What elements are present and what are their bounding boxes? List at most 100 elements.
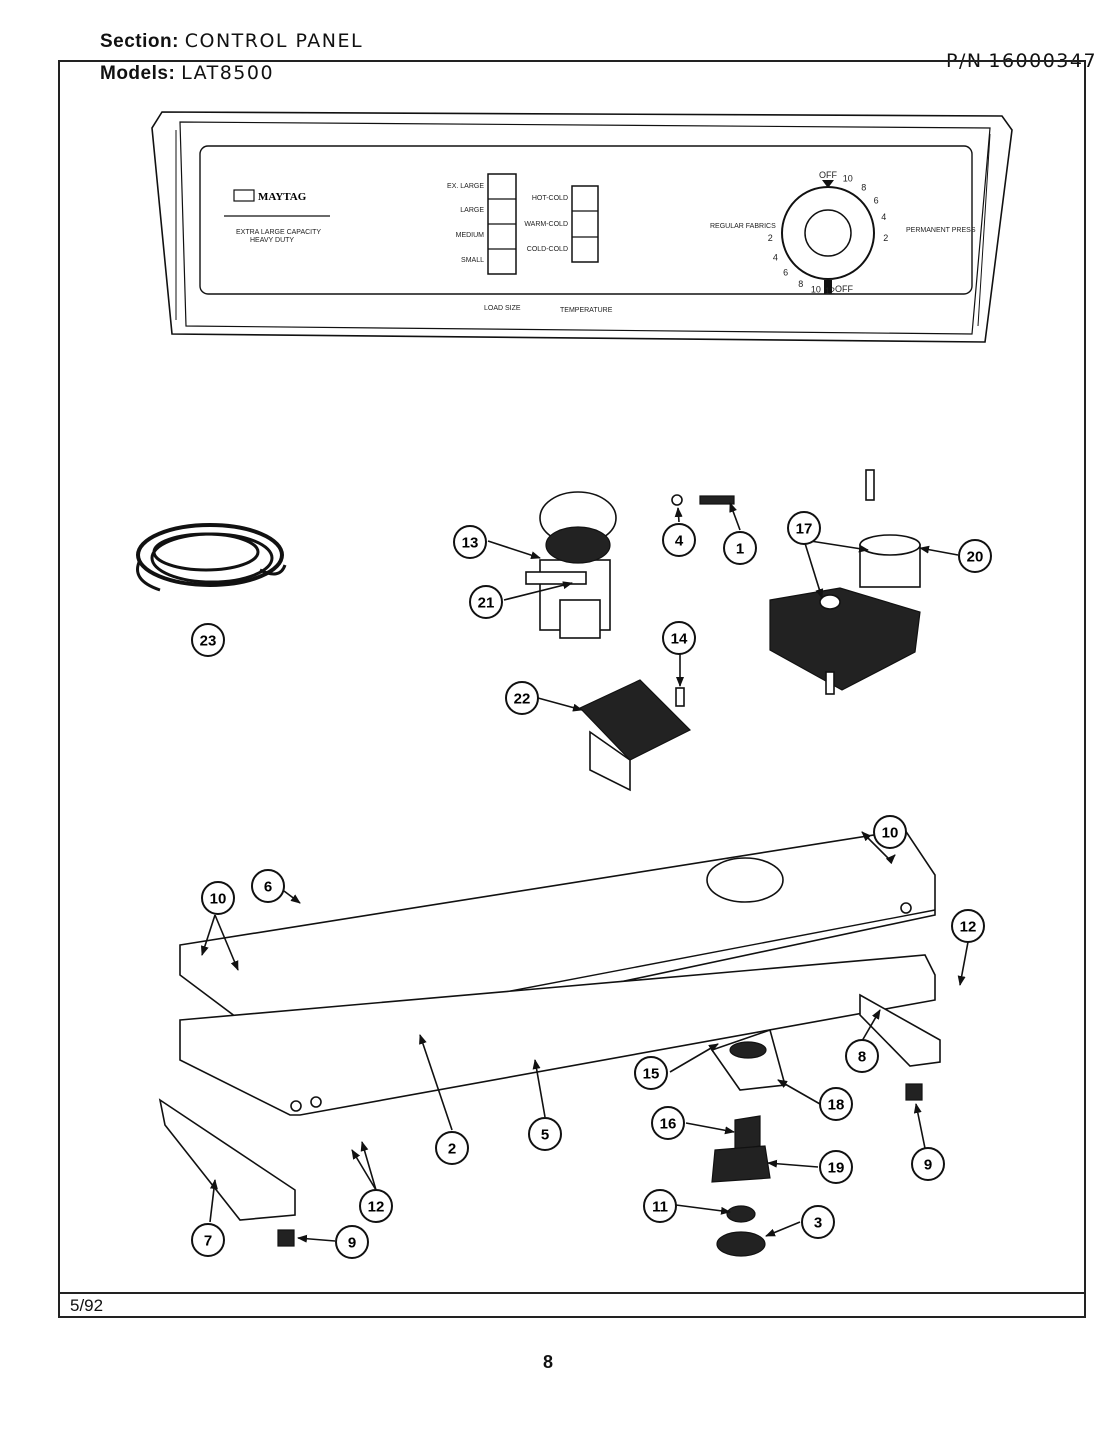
- models-header: Models: LAT8500: [100, 62, 274, 85]
- callout-number: 20: [967, 549, 984, 566]
- diagram-frame: [58, 60, 1086, 1318]
- callout-8: 8: [845, 1039, 879, 1073]
- callout-12: 12: [359, 1189, 393, 1223]
- callout-number: 14: [671, 631, 688, 648]
- temp-cold-cold: COLD-COLD: [527, 246, 568, 253]
- clip-left: [277, 1229, 295, 1247]
- screw-and-washer: [671, 494, 735, 506]
- callout-18: 18: [819, 1087, 853, 1121]
- callout-number: 3: [814, 1215, 822, 1232]
- dial-label: 8: [798, 279, 803, 289]
- callout-4: 4: [662, 523, 696, 557]
- callout-number: 19: [828, 1160, 845, 1177]
- dial-label: 4: [881, 212, 886, 222]
- tagline-1: EXTRA LARGE CAPACITY: [236, 229, 321, 236]
- wiring-harness: [136, 523, 287, 592]
- models-label: Models:: [100, 63, 176, 84]
- brand-name: MAYTAG: [258, 191, 307, 203]
- callout-10: 10: [201, 881, 235, 915]
- cycle-regular-fabrics: REGULAR FABRICS: [710, 223, 776, 230]
- models-value: LAT8500: [181, 62, 275, 84]
- callout-number: 18: [828, 1097, 845, 1114]
- callout-5: 5: [528, 1117, 562, 1151]
- selector-switch: [525, 491, 617, 639]
- callout-number: 9: [924, 1157, 932, 1174]
- callout-number: 11: [652, 1199, 668, 1216]
- callout-number: 10: [882, 825, 899, 842]
- callout-2: 2: [435, 1131, 469, 1165]
- temperature-selector: HOT-COLD WARM-COLD COLD-COLD TEMPERATURE: [524, 185, 613, 314]
- footer-rule: [58, 1292, 1086, 1294]
- clip-right: [905, 1083, 923, 1101]
- callout-number: 8: [858, 1049, 866, 1066]
- dial-label: 12: [825, 286, 835, 296]
- cycle-timer-dial: [781, 180, 875, 294]
- maytag-logo: MAYTAG: [224, 189, 330, 217]
- load-size-small: SMALL: [461, 257, 484, 264]
- callout-number: 22: [514, 691, 531, 708]
- callout-6: 6: [251, 869, 285, 903]
- callout-17: 17: [787, 511, 821, 545]
- section-header: Section: CONTROL PANEL: [100, 30, 363, 53]
- callout-number: 17: [796, 521, 813, 538]
- end-bracket-left: [158, 1098, 296, 1221]
- timer-assembly: [769, 469, 921, 695]
- callout-15: 15: [634, 1056, 668, 1090]
- callout-number: 16: [660, 1116, 677, 1133]
- knob-assembly: [710, 1028, 787, 1257]
- dial-label: 8: [861, 182, 866, 192]
- callout-number: 9: [348, 1235, 356, 1252]
- callout-21: 21: [469, 585, 503, 619]
- callout-number: 5: [541, 1127, 549, 1144]
- dial-label: 2: [768, 233, 773, 243]
- temperature-label: TEMPERATURE: [560, 307, 613, 314]
- callout-16: 16: [651, 1106, 685, 1140]
- dial-label: 10: [843, 174, 853, 184]
- callout-13: 13: [453, 525, 487, 559]
- section-label: Section:: [100, 31, 179, 52]
- callout-number: 2: [448, 1141, 456, 1158]
- callout-12: 12: [951, 909, 985, 943]
- page-number: 8: [543, 1352, 554, 1372]
- callout-bubbles: 1234567899101011121213141516171819202122…: [191, 511, 992, 1259]
- revision-date: 5/92: [70, 1296, 104, 1315]
- dial-label: 6: [874, 196, 879, 206]
- callout-number: 7: [204, 1233, 212, 1250]
- dial-label: 6: [783, 268, 788, 278]
- dial-label: OFF: [835, 284, 853, 294]
- dial-label: 4: [773, 253, 778, 263]
- callout-number: 6: [264, 879, 272, 896]
- cycle-permanent-press: PERMANENT PRESS: [906, 227, 976, 234]
- dial-label: OFF: [819, 170, 837, 180]
- load-size-selector: EX. LARGE LARGE MEDIUM SMALL LOAD SIZE: [447, 173, 521, 312]
- callout-number: 12: [960, 919, 977, 936]
- load-size-label: LOAD SIZE: [484, 305, 521, 312]
- callout-7: 7: [191, 1223, 225, 1257]
- callout-1: 1: [723, 531, 757, 565]
- dial-label: 2: [883, 233, 888, 243]
- callout-3: 3: [801, 1205, 835, 1239]
- callout-number: 12: [368, 1199, 385, 1216]
- load-size-large: LARGE: [460, 207, 484, 214]
- section-value: CONTROL PANEL: [184, 30, 364, 52]
- callout-number: 15: [643, 1066, 660, 1083]
- callout-22: 22: [505, 681, 539, 715]
- callout-9: 9: [911, 1147, 945, 1181]
- callout-20: 20: [958, 539, 992, 573]
- load-size-ex-large: EX. LARGE: [447, 183, 484, 190]
- callout-14: 14: [662, 621, 696, 655]
- leader-lines: [200, 502, 969, 1243]
- callout-number: 13: [462, 535, 479, 552]
- callout-19: 19: [819, 1150, 853, 1184]
- callout-number: 21: [478, 595, 495, 612]
- load-size-medium: MEDIUM: [456, 232, 485, 239]
- temp-hot-cold: HOT-COLD: [532, 195, 568, 202]
- callout-number: 1: [736, 541, 744, 558]
- callout-23: 23: [191, 623, 225, 657]
- callout-9: 9: [335, 1225, 369, 1259]
- panel-frame-lower: [179, 954, 936, 1116]
- callout-10: 10: [873, 815, 907, 849]
- dial-label: 10: [811, 285, 821, 295]
